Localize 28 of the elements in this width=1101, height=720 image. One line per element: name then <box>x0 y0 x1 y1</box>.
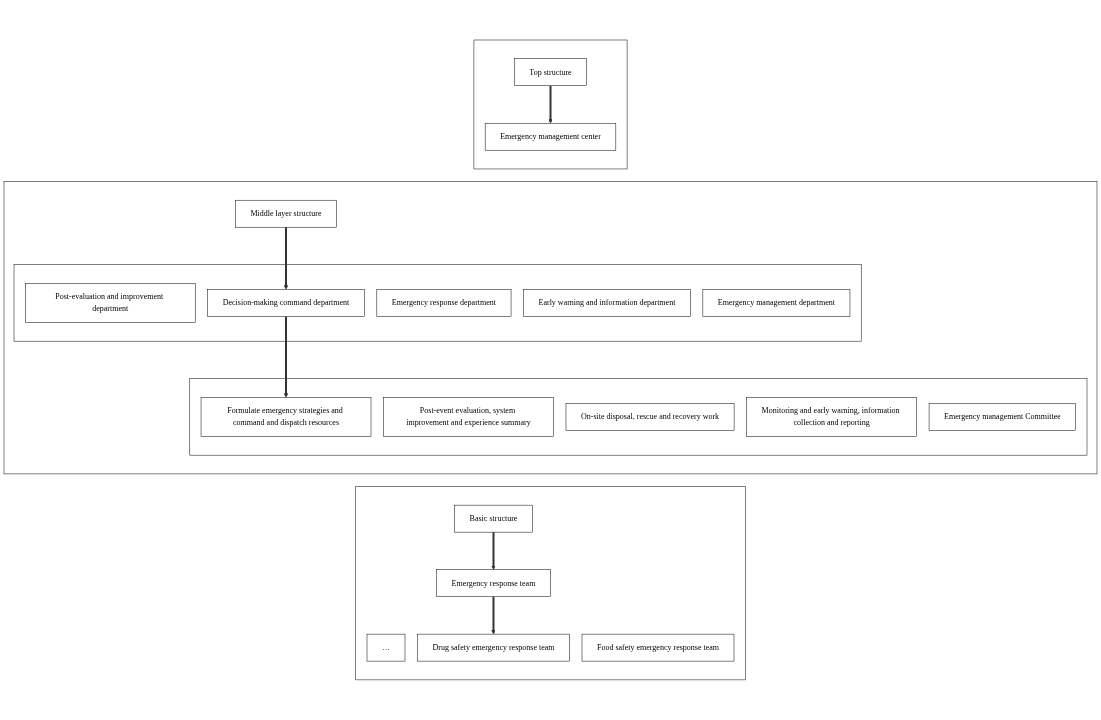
cluster <box>473 39 628 170</box>
node-box: Emergency management center <box>484 123 617 151</box>
cluster <box>355 486 746 681</box>
arrow <box>491 595 496 635</box>
node-box: Decision-making command department <box>207 289 365 317</box>
node-box: … <box>366 633 406 662</box>
node-box: Monitoring and early warning, information collection and reporting <box>746 397 917 437</box>
node-box: Emergency management department <box>702 289 851 317</box>
arrow <box>548 84 553 124</box>
node-box: Drug safety emergency response team <box>417 633 570 662</box>
cluster <box>13 264 862 342</box>
cluster <box>3 181 1098 475</box>
node-box: Basic structure <box>454 504 533 533</box>
node-box: On-site disposal, rescue and recovery work <box>565 403 735 431</box>
node-box: Post-event evaluation, system improvement and experience summary <box>383 397 554 437</box>
node-box: Formulate emergency strategies and command and dispatch resources <box>200 397 372 437</box>
cluster <box>189 378 1088 456</box>
node-box: Top structure <box>514 58 587 87</box>
node-box: Emergency response department <box>376 289 512 317</box>
node-box: Middle layer structure <box>235 200 337 228</box>
arrow <box>283 315 289 398</box>
node-box: Food safety emergency response team <box>581 633 735 662</box>
node-box: Early warning and information department <box>523 289 691 317</box>
node-box: Emergency management Committee <box>928 403 1076 431</box>
arrow <box>491 531 496 570</box>
node-box: Emergency response team <box>436 569 551 597</box>
node-box: Post-evaluation and improvement department <box>25 283 196 323</box>
arrow <box>283 226 289 290</box>
